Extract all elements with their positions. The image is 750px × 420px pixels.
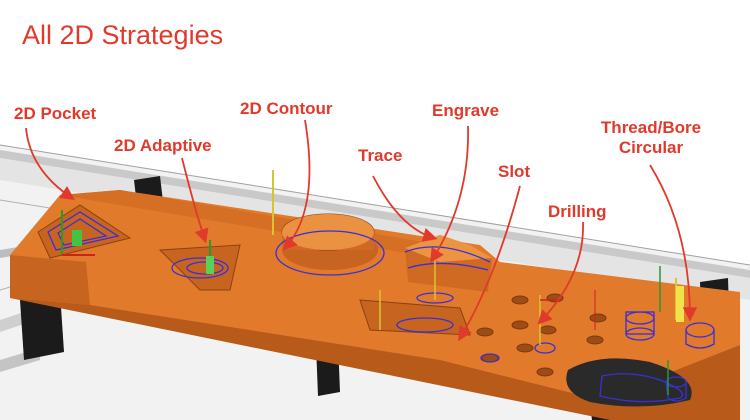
label-trace: Trace xyxy=(358,146,403,165)
label-engrave: Engrave xyxy=(432,101,500,120)
label-2d-adaptive: 2D Adaptive xyxy=(114,136,212,155)
page-title: All 2D Strategies xyxy=(22,20,224,50)
label-drilling: Drilling xyxy=(548,202,607,221)
label-thread-bore-line2: Circular xyxy=(618,138,684,157)
label-2d-pocket: 2D Pocket xyxy=(14,104,97,123)
label-thread-bore-line1: Thread/Bore xyxy=(600,118,702,137)
label-slot: Slot xyxy=(498,162,531,181)
label-thread-bore-circular: Thread/Bore Circular xyxy=(588,118,714,158)
leader-arrows xyxy=(25,119,698,342)
label-2d-contour: 2D Contour xyxy=(240,99,333,118)
